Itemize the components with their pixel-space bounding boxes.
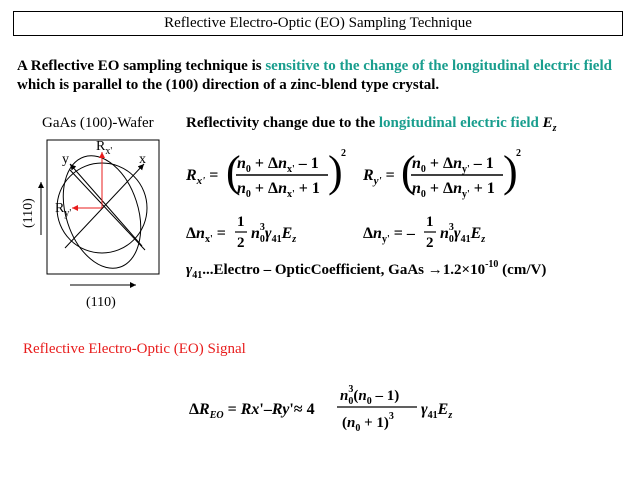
svg-text:2: 2 [426, 235, 434, 251]
axis-x-label: x [139, 152, 146, 167]
wafer-square [46, 139, 160, 275]
eq-rx-den: n0 + Δnx' + 1 [237, 180, 320, 200]
eq-rx-lparen: ( [226, 147, 241, 196]
y-axis-arrow [69, 163, 143, 247]
eq-ry-exp: 2 [516, 148, 521, 159]
eq-ry-num: n0 + Δny' – 1 [412, 155, 494, 175]
svg-text:n30(n0 – 1): n30(n0 – 1) [340, 384, 399, 407]
field-symbol: E [542, 115, 553, 131]
side-axis-label: (110) [21, 198, 36, 228]
bottom-axis-label: (110) [86, 295, 116, 310]
svg-text:2: 2 [237, 235, 245, 251]
diag-line-1 [69, 169, 146, 251]
wafer-label: GaAs (100)-Wafer [42, 115, 154, 131]
eq-ry-den: n0 + Δny' + 1 [412, 180, 495, 200]
field-subscript: z [552, 123, 557, 134]
intro-text-2: which is parallel to the (100) direction… [17, 77, 440, 93]
eq-dny: Δny' = – [363, 225, 416, 245]
intro-highlight: sensitive to the change of the longitudi… [265, 58, 612, 74]
eq-ry-rparen: ) [503, 147, 518, 196]
svg-text:1: 1 [237, 214, 245, 230]
rx-label: Rx' [96, 139, 112, 157]
eq-rx-num: n0 + Δnx' – 1 [237, 155, 319, 175]
svg-text:ΔREO = Rx'–Ry'≈ 4: ΔREO = Rx'–Ry'≈ 4 [189, 401, 315, 421]
eq-ry: Ry' = [362, 167, 395, 187]
eq-rx: Rx' = [185, 167, 218, 187]
reflectivity-heading: Reflectivity change due to the longitudi… [186, 115, 557, 134]
signal-heading: Reflective Electro-Optic (EO) Signal [23, 341, 246, 357]
eq-ry-lparen: ( [401, 147, 416, 196]
eq-dnx: Δnx' = [186, 225, 226, 245]
intro-text-1: A Reflective EO sampling technique is [17, 58, 266, 74]
eq-rx-rparen: ) [328, 147, 343, 196]
intro-paragraph: A Reflective EO sampling technique is se… [17, 57, 627, 95]
page-title: Reflective Electro-Optic (EO) Sampling T… [13, 11, 623, 36]
index-ellipse [62, 155, 142, 269]
ry-label: Ry' [55, 201, 71, 219]
reflectivity-highlight: longitudinal electric field [378, 115, 539, 131]
svg-text:(n0 + 1)3: (n0 + 1)3 [342, 411, 394, 434]
svg-text:1: 1 [426, 214, 434, 230]
wafer-diagram: y x Rx' Ry' (110) (110) [21, 139, 160, 310]
x-axis-arrow [64, 163, 145, 249]
reflectivity-prefix: Reflectivity change due to the [186, 115, 379, 131]
eq-coefficient: γ41...Electro – OpticCoefficient, GaAs →… [186, 259, 546, 281]
axis-y-label: y [62, 152, 69, 167]
equations: Rx' = ( n0 + Δnx' – 1 n0 + Δnx' + 1 ) 2 … [185, 147, 546, 281]
svg-text:γ41Ez: γ41Ez [421, 401, 452, 421]
eq-rx-exp: 2 [341, 148, 346, 159]
